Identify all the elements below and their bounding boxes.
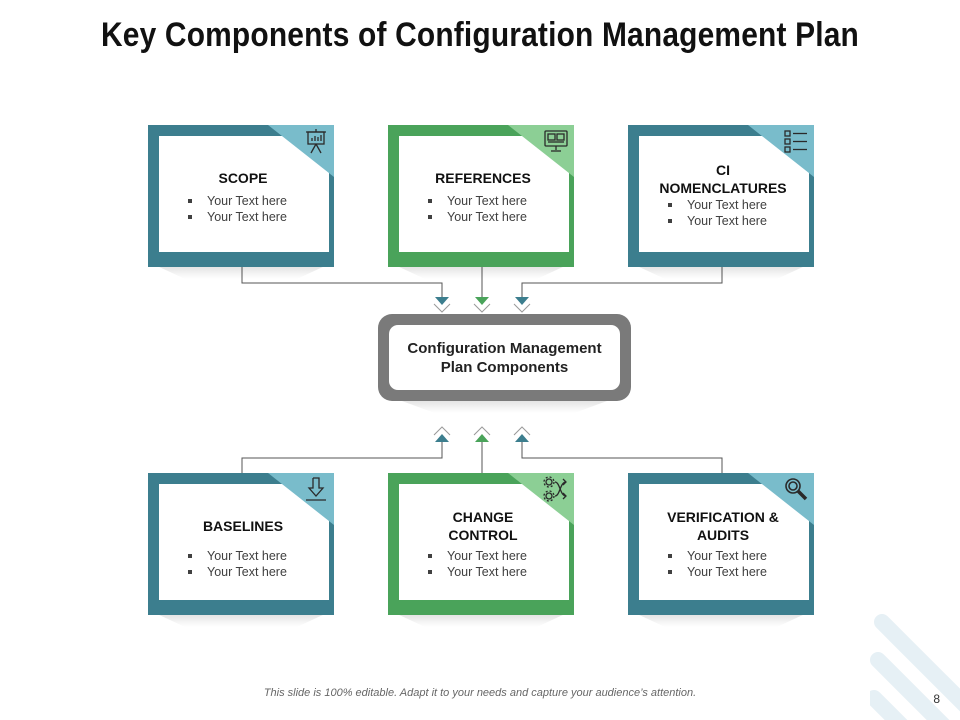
card-title: CHANGE CONTROL xyxy=(448,509,518,543)
card-change-control: CHANGE CONTROL Your Text here Your Text … xyxy=(388,473,574,627)
up-arrow-left xyxy=(433,426,451,442)
card-references: REFERENCES Your Text here Your Text here xyxy=(388,125,574,279)
slide-title: Key Components of Configuration Manageme… xyxy=(101,16,859,54)
bullet-item: Your Text here xyxy=(668,213,798,229)
bullet-item: Your Text here xyxy=(188,548,318,564)
bullet-item: Your Text here xyxy=(668,197,798,213)
page-number: 8 xyxy=(933,692,940,706)
card-scope: SCOPE Your Text here Your Text here xyxy=(148,125,334,279)
card-ci-nomenclatures: CI NOMENCLATURES Your Text here Your Tex… xyxy=(628,125,814,279)
presentation-board-icon xyxy=(306,129,326,154)
card-title: SCOPE xyxy=(218,170,268,186)
card-title: REFERENCES xyxy=(435,170,531,186)
bullet-item: Your Text here xyxy=(428,193,558,209)
gears-shuffle-icon xyxy=(543,476,567,502)
bullet-item: Your Text here xyxy=(428,548,558,564)
bullet-item: Your Text here xyxy=(188,209,318,225)
up-arrow-center xyxy=(473,426,491,442)
checklist-icon xyxy=(784,130,807,153)
card-title: VERIFICATION & AUDITS xyxy=(667,509,779,543)
center-shadow xyxy=(401,401,608,413)
card-baselines: BASELINES Your Text here Your Text here xyxy=(148,473,334,627)
card-title: CI NOMENCLATURES xyxy=(659,162,787,196)
monitor-icon xyxy=(544,130,568,152)
bullet-item: Your Text here xyxy=(668,548,798,564)
magnifier-icon xyxy=(785,478,808,501)
down-arrow-center xyxy=(473,297,491,313)
up-arrow-right xyxy=(513,426,531,442)
card-verification-audits: VERIFICATION & AUDITS Your Text here You… xyxy=(628,473,814,627)
down-arrow-left xyxy=(433,297,451,313)
center-label: Configuration Management Plan Components xyxy=(407,339,602,376)
footer-note: This slide is 100% editable. Adapt it to… xyxy=(263,687,697,699)
decorative-stripes xyxy=(870,614,960,720)
bullet-item: Your Text here xyxy=(668,564,798,580)
download-icon xyxy=(306,477,326,501)
down-arrow-right xyxy=(513,297,531,313)
center-hub: Configuration Management Plan Components xyxy=(378,314,631,401)
bullet-item: Your Text here xyxy=(428,564,558,580)
bullet-item: Your Text here xyxy=(188,193,318,209)
bullet-item: Your Text here xyxy=(188,564,318,580)
bullet-item: Your Text here xyxy=(428,209,558,225)
card-title: BASELINES xyxy=(202,518,284,534)
